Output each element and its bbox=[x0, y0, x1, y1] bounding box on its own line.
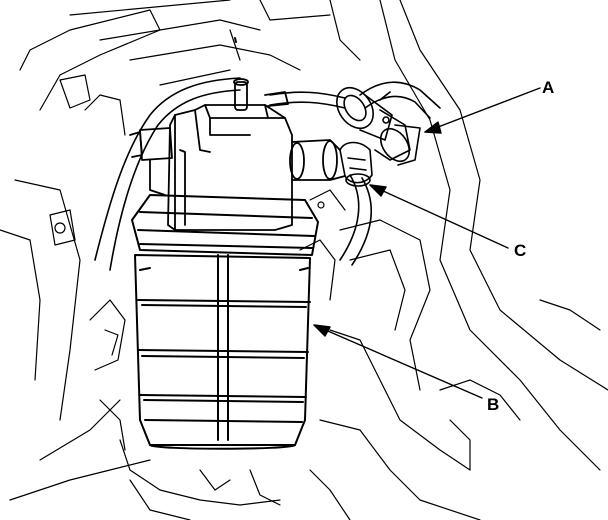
canister-top-body bbox=[129, 78, 346, 231]
arrowhead-c bbox=[369, 184, 387, 197]
connector-a bbox=[336, 86, 421, 166]
connector-c bbox=[339, 141, 373, 187]
callout-label-a: A bbox=[542, 78, 555, 97]
leader-line-a bbox=[424, 87, 541, 133]
leader-line-c bbox=[369, 184, 509, 249]
arrowhead-a bbox=[424, 121, 442, 134]
arrowhead-b bbox=[313, 324, 331, 337]
canister-b bbox=[131, 194, 319, 450]
leader-line-b bbox=[313, 324, 483, 399]
callout-label-b: B bbox=[487, 395, 500, 414]
callout-label-c: C bbox=[514, 241, 527, 260]
leader-lines bbox=[313, 87, 541, 399]
